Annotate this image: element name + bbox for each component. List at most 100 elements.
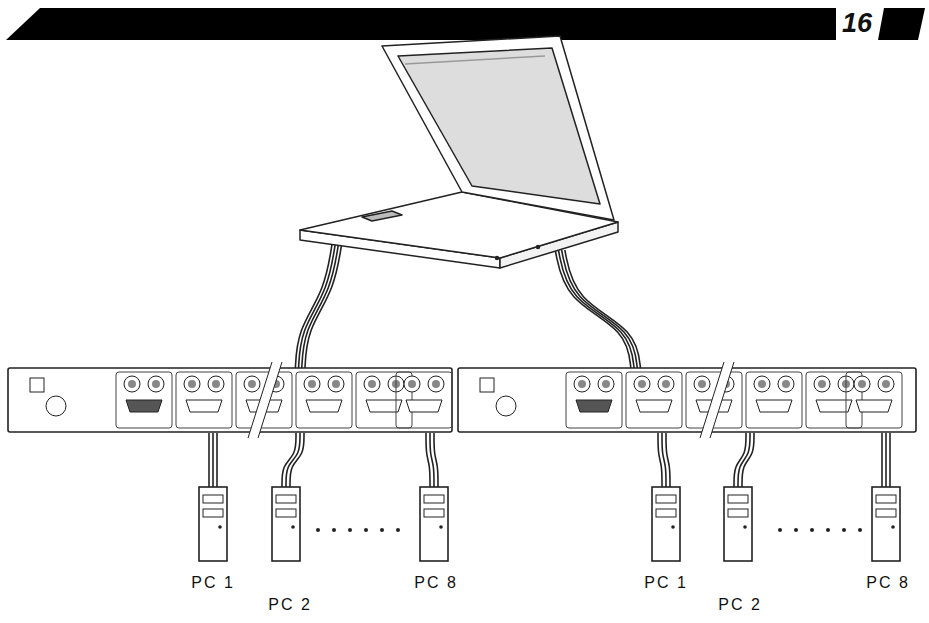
drawing-stroke — [746, 372, 802, 428]
port-group — [806, 372, 862, 428]
drawing-stroke — [806, 372, 862, 428]
drawing-stroke — [885, 433, 887, 487]
port-group — [846, 372, 902, 428]
drawing-stroke — [656, 495, 676, 503]
header-bar — [6, 8, 925, 40]
drawing-stroke — [724, 487, 752, 561]
drawing-stroke — [566, 372, 622, 428]
cable-strand — [295, 236, 333, 372]
drawing-stroke — [186, 400, 222, 412]
drawing-stroke — [480, 378, 494, 392]
drawing-stroke — [574, 376, 590, 392]
drawing-stroke — [728, 495, 748, 503]
drawing-stroke — [244, 376, 260, 392]
drawing-stroke — [854, 376, 870, 392]
drawing-stroke — [602, 380, 610, 388]
cable-strand — [298, 236, 336, 372]
drawing-stroke — [636, 400, 672, 412]
drawing-stroke — [882, 380, 890, 388]
drawing-stroke — [700, 362, 724, 438]
drawing-stroke — [754, 376, 770, 392]
drawing-stroke — [203, 495, 223, 503]
drawing-stroke — [778, 528, 782, 532]
drawing-stroke — [876, 509, 896, 517]
drawing-stroke — [846, 372, 902, 428]
drawing-stroke — [432, 380, 440, 388]
drawing-stroke — [439, 525, 443, 529]
drawing-stroke — [116, 372, 172, 428]
drawing-stroke — [128, 380, 136, 388]
header-band — [878, 8, 925, 40]
drawing-stroke — [638, 380, 646, 388]
port-group — [296, 372, 352, 428]
laptop-console — [300, 36, 618, 268]
drawing-stroke — [212, 433, 214, 487]
drawing-stroke — [858, 380, 866, 388]
drawing-stroke — [248, 362, 272, 438]
drawing-stroke — [658, 376, 674, 392]
drawing-stroke — [406, 400, 442, 412]
drawing-stroke — [891, 525, 895, 529]
drawing-stroke — [332, 380, 340, 388]
ellipsis-dots — [778, 528, 862, 532]
drawing-stroke — [671, 525, 675, 529]
port-group — [566, 372, 622, 428]
drawing-stroke — [306, 400, 342, 412]
drawing-stroke — [212, 380, 220, 388]
drawing-stroke — [878, 376, 894, 392]
kvm-switches — [8, 362, 916, 438]
drawing-stroke — [626, 372, 682, 428]
drawing-stroke — [698, 380, 706, 388]
drawing-stroke — [408, 380, 416, 388]
drawing-stroke — [364, 376, 380, 392]
lid — [382, 36, 614, 220]
drawing-stroke — [842, 528, 846, 532]
pc-tower — [872, 433, 900, 561]
drawing-stroke — [404, 376, 420, 392]
drawing-stroke — [208, 433, 210, 487]
drawing-stroke — [124, 376, 140, 392]
screen-shade — [405, 56, 545, 64]
drawing-stroke — [742, 433, 754, 487]
drawing-stroke — [30, 378, 44, 392]
drawing-stroke — [216, 433, 218, 487]
drawing-stroke — [826, 528, 830, 532]
drawing-stroke — [662, 380, 670, 388]
drawing-stroke — [272, 487, 300, 561]
screen — [398, 48, 600, 204]
drawing-stroke — [634, 376, 650, 392]
drawing-stroke — [152, 380, 160, 388]
drawing-stroke — [710, 362, 734, 438]
port-group — [626, 372, 682, 428]
drawing-stroke — [332, 528, 336, 532]
kvm-switch — [8, 362, 452, 438]
pc-label: PC 1 — [191, 574, 235, 592]
drawing-stroke — [434, 433, 438, 487]
drawing-stroke — [576, 400, 612, 412]
port-group — [746, 372, 802, 428]
drawing-stroke — [881, 433, 883, 487]
drawing-stroke — [248, 380, 256, 388]
drawing-stroke — [876, 495, 896, 503]
drawing-stroke — [694, 376, 710, 392]
drawing-stroke — [291, 525, 295, 529]
pc-tower — [724, 433, 754, 561]
pc-label: PC 2 — [268, 596, 312, 614]
drawing-stroke — [872, 487, 900, 561]
drawing-stroke — [208, 376, 224, 392]
drawing-stroke — [276, 495, 296, 503]
drawing-stroke — [794, 528, 798, 532]
port-group — [396, 372, 452, 428]
drawing-stroke — [652, 487, 680, 561]
drawing-stroke — [304, 376, 320, 392]
drawing-stroke — [248, 362, 282, 438]
drawing-stroke — [380, 528, 384, 532]
drawing-stroke — [782, 380, 790, 388]
drawing-stroke — [176, 372, 232, 428]
drawing-stroke — [356, 372, 412, 428]
kvm-switch — [458, 362, 916, 438]
touchpad — [362, 211, 402, 221]
drawing-stroke — [598, 376, 614, 392]
drawing-stroke — [424, 509, 444, 517]
